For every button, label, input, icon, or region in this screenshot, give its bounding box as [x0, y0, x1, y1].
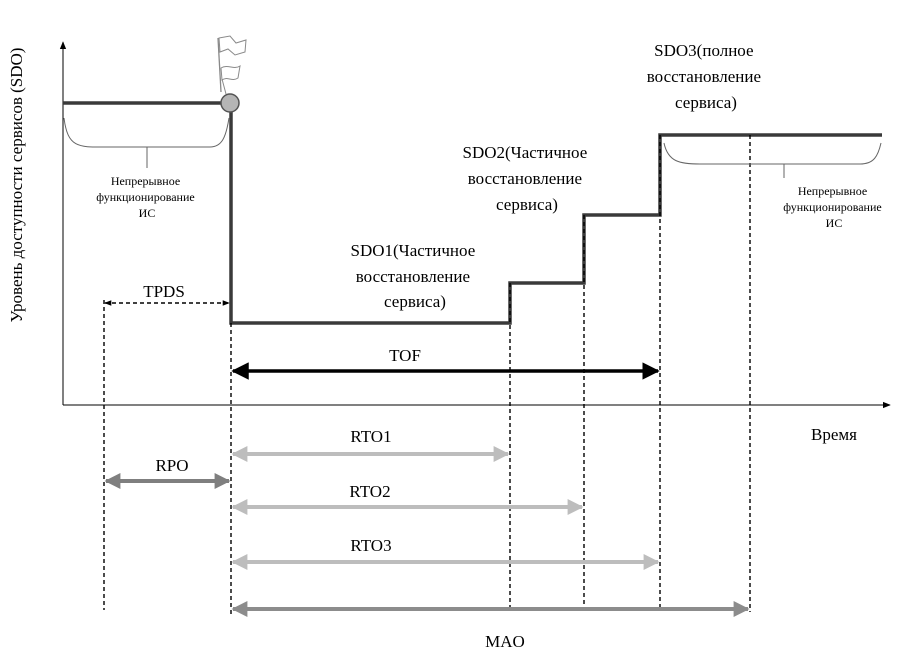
y-axis-label: Уровень доступности сервисов (SDO) [7, 48, 26, 323]
sdo2-label: SDO2(Частичное восстановление сервиса) [463, 143, 592, 214]
x-axis-label: Время [811, 425, 857, 444]
rpo-label: RPO [155, 456, 188, 475]
mao-label: MAO [485, 632, 525, 651]
right-continuous-bracket [663, 142, 882, 178]
rto3-label: RTO3 [350, 536, 391, 555]
left-continuous-bracket [63, 117, 230, 168]
flag-icon [217, 35, 247, 95]
disaster-point-marker [220, 93, 240, 113]
tpds-label: TPDS [143, 282, 185, 301]
sdo3-label: SDO3(полное восстановление сервиса) [647, 41, 766, 112]
rto1-label: RTO1 [350, 427, 391, 446]
rto2-label: RTO2 [349, 482, 390, 501]
service-level-line [63, 101, 882, 325]
sdo1-label: SDO1(Частичное восстановление сервиса) [351, 241, 480, 311]
left-continuous-label: Непрерывное функционирование ИС [96, 174, 197, 220]
guide-lines [103, 135, 751, 615]
tof-label: TOF [389, 346, 421, 365]
right-continuous-label: Непрерывное функционирование ИС [783, 184, 884, 230]
